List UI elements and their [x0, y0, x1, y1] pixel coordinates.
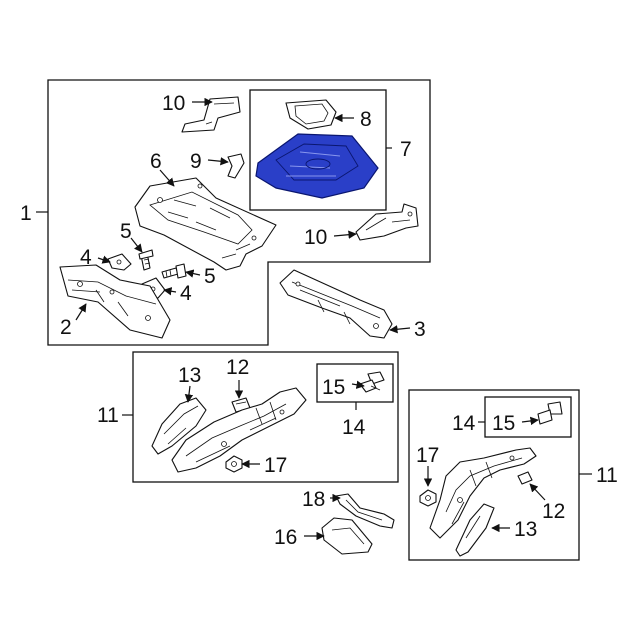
- callout-12-left: 12: [226, 356, 249, 379]
- callout-13-right: 13: [514, 518, 537, 541]
- part-15-clip-left-group[interactable]: [359, 371, 385, 393]
- part-4-plate-left[interactable]: [107, 253, 132, 271]
- part-3-rear-cross-member[interactable]: [279, 269, 393, 339]
- callout-10-upper: 10: [162, 92, 185, 115]
- group-frame-11-left: [132, 351, 399, 483]
- callout-17-left: 17: [264, 454, 287, 477]
- leader-lines: [36, 97, 592, 541]
- part-6-rear-floor[interactable]: [134, 177, 277, 271]
- callout-4-right: 4: [180, 282, 192, 305]
- callout-17-right: 17: [416, 444, 439, 467]
- callout-15-left: 15: [322, 376, 345, 399]
- callout-13-left: 13: [178, 364, 201, 387]
- part-7-spare-wheel-pan[interactable]: [255, 133, 379, 199]
- highlighted-part-shape: [255, 133, 379, 199]
- part-10-upper-bracket[interactable]: [181, 96, 241, 133]
- callout-10-lower: 10: [304, 226, 327, 249]
- callout-14-right: 14: [452, 412, 476, 435]
- callout-8: 8: [360, 108, 372, 131]
- callout-15-right: 15: [492, 412, 515, 435]
- group-frame-11-right: [408, 389, 580, 561]
- callout-2: 2: [60, 316, 72, 339]
- callout-11-right: 11: [596, 464, 618, 487]
- callout-5-upper: 5: [120, 220, 132, 243]
- part-17-nut-left[interactable]: [225, 455, 243, 473]
- group-frame-14-right: [484, 396, 572, 438]
- group-frame-14-left: [316, 363, 394, 403]
- callout-6: 6: [150, 150, 162, 173]
- callout-7: 7: [400, 138, 412, 161]
- callout-1: 1: [20, 202, 32, 225]
- part-10-lower-bracket[interactable]: [355, 203, 419, 241]
- part-17-nut-right[interactable]: [419, 489, 437, 507]
- part-9-bracket[interactable]: [227, 153, 245, 179]
- callout-14-left: 14: [342, 416, 366, 439]
- callout-11-left: 11: [97, 404, 119, 427]
- part-5-bolt-upper[interactable]: [138, 249, 154, 271]
- callout-3: 3: [414, 318, 426, 341]
- callout-16: 16: [274, 526, 297, 549]
- callout-18: 18: [302, 488, 325, 511]
- part-16-plate[interactable]: [321, 517, 373, 555]
- callout-5-lower: 5: [204, 265, 216, 288]
- group-frame-7: [249, 89, 387, 211]
- part-5-bolt-lower[interactable]: [161, 263, 187, 279]
- part-13-panel-left[interactable]: [151, 397, 207, 455]
- part-11-side-member-right[interactable]: [429, 447, 537, 539]
- callout-9: 9: [190, 150, 202, 173]
- part-8-tray[interactable]: [285, 99, 337, 130]
- callout-4-left: 4: [80, 246, 92, 269]
- callout-12-right: 12: [542, 500, 565, 523]
- group-frame-1: [47, 79, 431, 346]
- part-18-bracket[interactable]: [335, 493, 395, 529]
- part-2-cross-member[interactable]: [59, 264, 171, 339]
- part-13-panel-right[interactable]: [455, 503, 495, 557]
- part-12-clip-right[interactable]: [517, 471, 533, 485]
- callout-labels: 1 2 3 4 4 5 5 6 7 8 9 10 10 11 11 12 12 …: [20, 92, 618, 549]
- part-15-clip-right-group[interactable]: [537, 401, 563, 425]
- part-11-side-member-left[interactable]: [171, 387, 307, 473]
